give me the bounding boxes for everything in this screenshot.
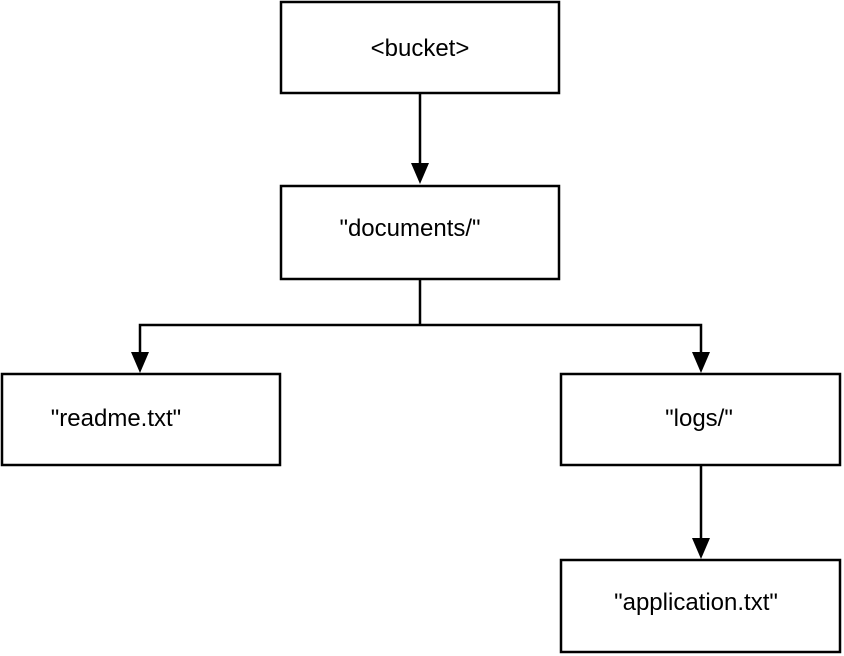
node-bucket: <bucket> (279, 0, 561, 95)
node-bucket-label: <bucket> (371, 35, 470, 62)
node-documents-box (279, 184, 561, 281)
node-logs: "logs/" (559, 372, 842, 467)
node-application-label: "application.txt" (614, 589, 778, 616)
node-application-box (559, 558, 842, 654)
edge-logs-to-application (692, 465, 710, 559)
arrowhead-icon (131, 352, 149, 373)
node-logs-label: "logs/" (665, 405, 733, 432)
node-readme: "readme.txt" (0, 372, 282, 467)
edge-documents-to-readme-line (138, 323, 420, 356)
node-bucket-box (279, 0, 561, 95)
edge-documents-to-logs-line (420, 323, 703, 356)
arrowhead-icon (411, 163, 429, 184)
node-readme-box (0, 372, 282, 467)
node-documents-label: "documents/" (339, 215, 480, 242)
node-readme-label: "readme.txt" (51, 405, 181, 432)
edge-documents-to-children (131, 279, 710, 373)
node-application: "application.txt" (559, 558, 842, 654)
edge-bucket-to-documents (411, 93, 429, 184)
arrowhead-icon (692, 538, 710, 559)
node-logs-box (559, 372, 842, 467)
node-documents: "documents/" (279, 184, 561, 281)
arrowhead-icon (692, 352, 710, 373)
